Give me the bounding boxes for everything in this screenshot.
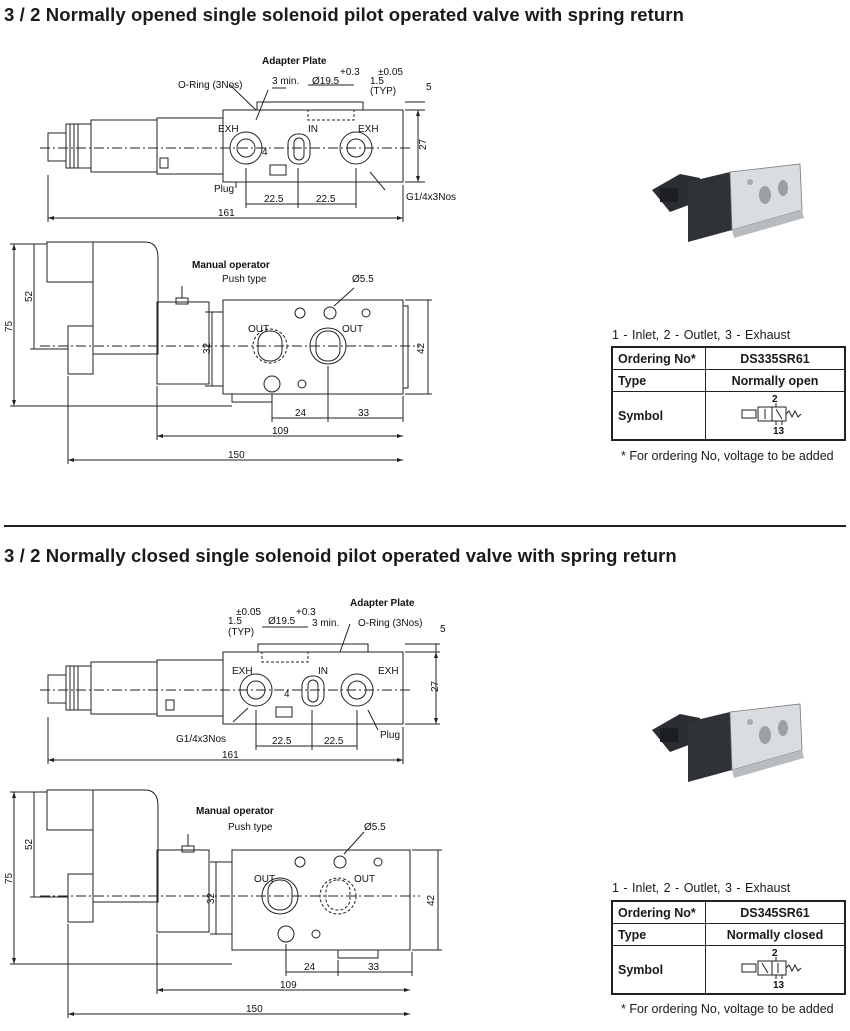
label-d27: 27 <box>430 680 441 692</box>
label-d15-tol: ±0.05 <box>236 607 261 618</box>
ordering-value: DS345SR61 <box>705 900 846 924</box>
label-exh-left: EXH <box>232 666 253 677</box>
label-d150: 150 <box>246 1004 263 1015</box>
label-d42: 42 <box>416 342 427 354</box>
label-plug: Plug <box>380 730 400 741</box>
label-manual-operator: Manual operator <box>196 806 274 817</box>
label-push-type: Push type <box>222 274 267 285</box>
label-exh-left: EXH <box>218 124 239 135</box>
label-d109: 109 <box>272 426 289 437</box>
port-legend-normally-open: 1 - Inlet, 2 - Outlet, 3 - Exhaust <box>612 328 791 342</box>
label-thread: G1/4x3Nos <box>176 734 226 745</box>
svg-text:2: 2 <box>772 948 778 959</box>
label-d75: 75 <box>4 872 15 884</box>
label-d161: 161 <box>222 750 239 761</box>
valve-symbol-icon: 2 13 <box>741 394 802 437</box>
svg-text:2: 2 <box>772 394 778 405</box>
label-d225b: 22.5 <box>324 736 344 747</box>
label-out-right: OUT <box>354 874 375 885</box>
ordering-note-normally-closed: * For ordering No, voltage to be added <box>621 1002 834 1016</box>
label-3min: 3 min. <box>272 76 299 87</box>
section-title-normally-open: 3 / 2 Normally opened single solenoid pi… <box>4 4 684 25</box>
type-value: Normally closed <box>705 923 846 946</box>
label-3min: 3 min. <box>312 618 339 629</box>
label-exh-right: EXH <box>378 666 399 677</box>
label-d161: 161 <box>218 208 235 219</box>
symbol-label: Symbol <box>611 391 706 441</box>
label-adapter-plate: Adapter Plate <box>350 598 415 609</box>
top-view-drawing-normally-closed: Adapter Plate O-Ring (3Nos) 3 min. Ø19.5… <box>40 598 446 764</box>
label-d225a: 22.5 <box>272 736 292 747</box>
label-d42: 42 <box>426 894 437 906</box>
label-d5: 5 <box>426 82 432 93</box>
label-plug: Plug <box>214 184 234 195</box>
label-out-left: OUT <box>254 874 275 885</box>
label-d32: 32 <box>202 342 213 354</box>
label-dia: Ø19.5 <box>312 76 340 87</box>
spec-table-normally-open: Ordering No* DS335SR61 Type Normally ope… <box>611 346 846 441</box>
label-manual-operator: Manual operator <box>192 260 270 271</box>
label-dia-tol: +0.3 <box>296 607 316 618</box>
label-d150: 150 <box>228 450 245 461</box>
type-label: Type <box>611 923 706 946</box>
label-port4: 4 <box>284 689 290 700</box>
ordering-value: DS335SR61 <box>705 346 846 370</box>
label-d24: 24 <box>295 408 307 419</box>
svg-text:13: 13 <box>773 980 785 989</box>
ordering-note-normally-open: * For ordering No, voltage to be added <box>621 449 834 463</box>
label-d75: 75 <box>4 320 15 332</box>
label-d109: 109 <box>280 980 297 991</box>
label-exh-right: EXH <box>358 124 379 135</box>
label-d52: 52 <box>24 838 35 850</box>
label-push-type: Push type <box>228 822 273 833</box>
product-photo-normally-open <box>652 163 804 242</box>
label-d5: 5 <box>440 624 446 635</box>
product-photo-normally-closed <box>652 703 804 782</box>
label-in: IN <box>308 124 318 135</box>
label-out-right: OUT <box>342 324 363 335</box>
label-d55: Ø5.5 <box>364 822 386 833</box>
type-label: Type <box>611 369 706 392</box>
label-d15: 1.5 <box>228 616 242 627</box>
label-d15: 1.5 <box>370 76 384 87</box>
label-adapter-plate: Adapter Plate <box>262 56 327 67</box>
side-view-drawing-normally-open: Manual operator Push type Ø5.5 52 75 OUT… <box>4 241 432 464</box>
label-out-left: OUT <box>248 324 269 335</box>
label-d27: 27 <box>418 138 429 150</box>
label-in: IN <box>318 666 328 677</box>
section-divider <box>4 525 846 527</box>
top-view-drawing-normally-open: Adapter Plate O-Ring (3Nos) 3 min. Ø19.5… <box>40 56 456 222</box>
label-dia-tol: +0.3 <box>340 67 360 78</box>
label-d33: 33 <box>358 408 370 419</box>
label-d225b: 22.5 <box>316 194 336 205</box>
label-typ: (TYP) <box>228 627 254 638</box>
side-view-drawing-normally-closed: Manual operator Push type Ø5.5 52 75 OUT… <box>4 789 442 1018</box>
label-d24: 24 <box>304 962 316 973</box>
label-dia: Ø19.5 <box>268 616 296 627</box>
label-oring: O-Ring (3Nos) <box>178 80 242 91</box>
label-oring: O-Ring (3Nos) <box>358 618 422 629</box>
spec-table-normally-closed: Ordering No* DS345SR61 Type Normally clo… <box>611 900 846 995</box>
ordering-label: Ordering No* <box>611 900 706 924</box>
svg-text:13: 13 <box>773 426 785 435</box>
label-typ: (TYP) <box>370 86 396 97</box>
ordering-label: Ordering No* <box>611 346 706 370</box>
valve-symbol-icon: 2 13 <box>741 948 802 991</box>
label-d32: 32 <box>206 892 217 904</box>
symbol-label: Symbol <box>611 945 706 995</box>
label-d55: Ø5.5 <box>352 274 374 285</box>
label-d33: 33 <box>368 962 380 973</box>
type-value: Normally open <box>705 369 846 392</box>
label-d52: 52 <box>24 290 35 302</box>
label-d225a: 22.5 <box>264 194 284 205</box>
label-port4: 4 <box>262 147 268 158</box>
section-title-normally-closed: 3 / 2 Normally closed single solenoid pi… <box>4 545 677 566</box>
label-thread: G1/4x3Nos <box>406 192 456 203</box>
port-legend-normally-closed: 1 - Inlet, 2 - Outlet, 3 - Exhaust <box>612 881 791 895</box>
label-d15-tol: ±0.05 <box>378 67 403 78</box>
